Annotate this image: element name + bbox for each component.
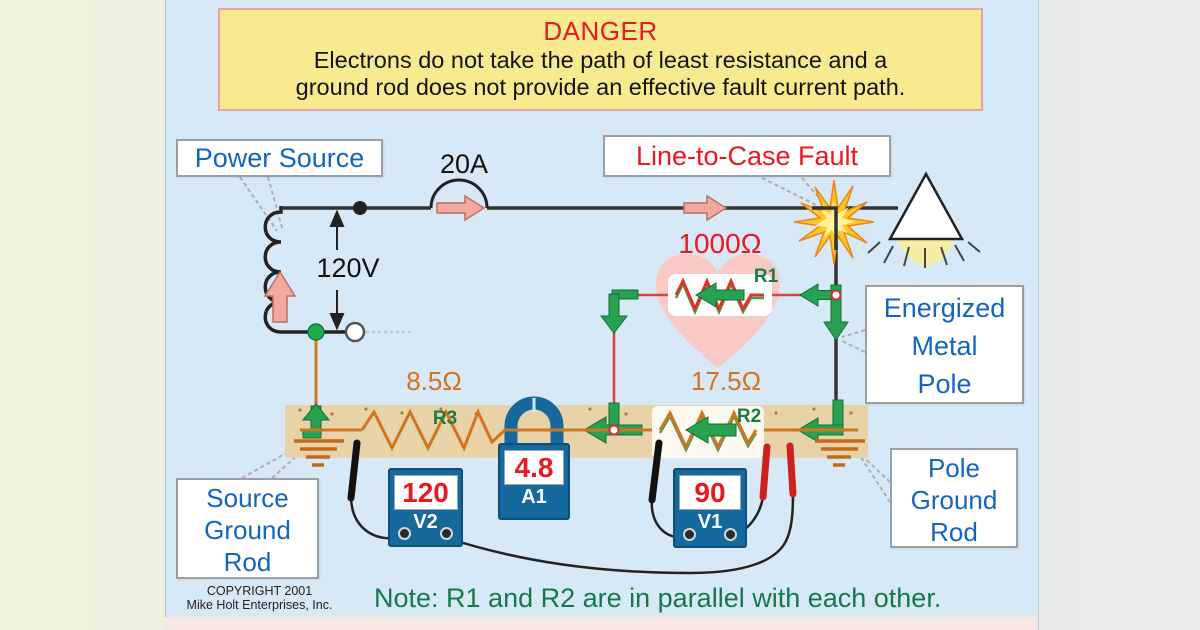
v1-terminal-left: [683, 528, 696, 541]
probe-tips: [347, 439, 797, 504]
line-to-case-fault-label: Line-to-Case Fault: [603, 135, 891, 177]
v2-label: V2: [413, 511, 438, 533]
r1-resistance-value: 1000Ω: [678, 228, 762, 259]
warning-line-1: Electrons do not take the path of least …: [313, 47, 888, 73]
v1-terminal-right: [724, 528, 737, 541]
circuit-hot-wire: [281, 206, 898, 430]
r2-name: R2: [736, 406, 762, 427]
a1-label: A1: [521, 486, 547, 508]
spark-icon: [793, 179, 875, 265]
v1-reading: 90: [679, 475, 741, 510]
danger-title: DANGER: [543, 16, 658, 46]
current-flow-arrow-icons: [263, 194, 728, 323]
danger-warning-box: DANGER Electrons do not take the path of…: [218, 8, 983, 111]
energized-metal-pole-label: Energized Metal Pole: [865, 285, 1024, 404]
v2-terminal-right: [440, 527, 453, 540]
r3-resistor-icon: [360, 408, 507, 452]
copyright: COPYRIGHT 2001 Mike Holt Enterprises, In…: [172, 584, 347, 612]
bottom-strip: [165, 617, 1037, 630]
pole-ground-rod-label: Pole Ground Rod: [890, 448, 1018, 548]
copyright-line-2: Mike Holt Enterprises, Inc.: [186, 598, 333, 612]
parallel-note: Note: R1 and R2 are in parallel with eac…: [374, 583, 942, 613]
earth-junction-ring: [608, 424, 620, 436]
source-voltage-value: 120V: [302, 253, 394, 284]
r2-resistance-value: 17.5Ω: [690, 366, 762, 396]
source-ground-rod-icon: [294, 439, 344, 467]
v1-label: V1: [697, 511, 723, 533]
power-source-label: Power Source: [176, 139, 383, 177]
r3-name: R3: [432, 408, 458, 429]
a1-reading: 4.8: [504, 450, 564, 485]
fault-junction-ring: [830, 289, 842, 301]
v2-reading: 120: [393, 475, 458, 510]
voltmeter-v1: 90 V1: [673, 468, 747, 548]
r1-resistor-icon: [674, 277, 764, 316]
warning-line-2: ground rod does not provide an effective…: [295, 74, 906, 100]
copyright-line-1: COPYRIGHT 2001: [206, 584, 313, 598]
voltage-dimension-arrows: [329, 209, 345, 331]
source-ground-rod-label: Source Ground Rod: [176, 478, 319, 579]
v2-terminal-left: [398, 527, 411, 540]
breaker-arc-icon: [429, 178, 489, 209]
white-terminal-icon: [344, 321, 366, 343]
voltmeter-v2: 120 V2: [388, 468, 463, 547]
r2-resistor-icon: [658, 409, 758, 453]
pole-ground-rod-icon: [815, 439, 865, 467]
breaker-current-value: 20A: [439, 149, 489, 179]
r1-name: R1: [753, 266, 779, 287]
light-fixture-icon: [867, 171, 981, 268]
junction-dot: [353, 201, 367, 215]
clamp-meter-jaw-icon: [504, 396, 564, 444]
green-junction-dot: [307, 323, 325, 341]
r3-resistance-value: 8.5Ω: [406, 366, 462, 396]
clamp-ammeter-a1: 4.8 A1: [498, 443, 570, 520]
